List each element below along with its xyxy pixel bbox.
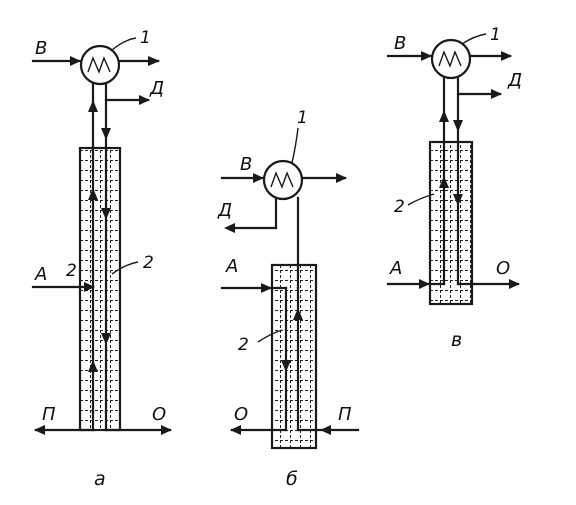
column-b <box>270 263 318 450</box>
scheme-b: B 1 Д A 2 O <box>217 108 360 490</box>
condenser-icon <box>430 38 472 80</box>
scheme-a: 1 B Д A 2 2 <box>31 28 172 490</box>
caption-c: в <box>451 329 462 351</box>
column-c <box>428 140 474 306</box>
residue-label: O <box>152 404 166 425</box>
caption-a: а <box>94 468 106 490</box>
feed-label: A <box>389 258 402 279</box>
steam-label: П <box>338 404 352 425</box>
feed-label: A <box>34 264 47 285</box>
coolant-label: B <box>35 38 47 59</box>
feed-marker-label: 2 <box>66 261 77 281</box>
caption-b: б <box>286 468 298 490</box>
feed-label: A <box>225 256 238 277</box>
column-number-label: 2 <box>238 335 249 355</box>
steam-label: П <box>42 404 56 425</box>
column-number-label: 2 <box>394 197 405 217</box>
condenser-number-label: 1 <box>140 28 151 48</box>
residue-label: O <box>496 258 510 279</box>
condenser-number-label: 1 <box>490 25 501 45</box>
condenser-number-label: 1 <box>297 108 308 128</box>
coolant-label: B <box>394 33 406 54</box>
distillate-label: Д <box>149 78 164 99</box>
condenser-icon <box>262 159 304 201</box>
residue-label: O <box>234 404 248 425</box>
scheme-c: B 1 Д 2 A O в <box>386 25 522 351</box>
distillate-label: Д <box>217 200 232 221</box>
column-number-label: 2 <box>143 253 154 273</box>
condenser-icon <box>79 44 121 86</box>
coolant-label: B <box>240 154 252 175</box>
distillate-label: Д <box>507 70 522 91</box>
